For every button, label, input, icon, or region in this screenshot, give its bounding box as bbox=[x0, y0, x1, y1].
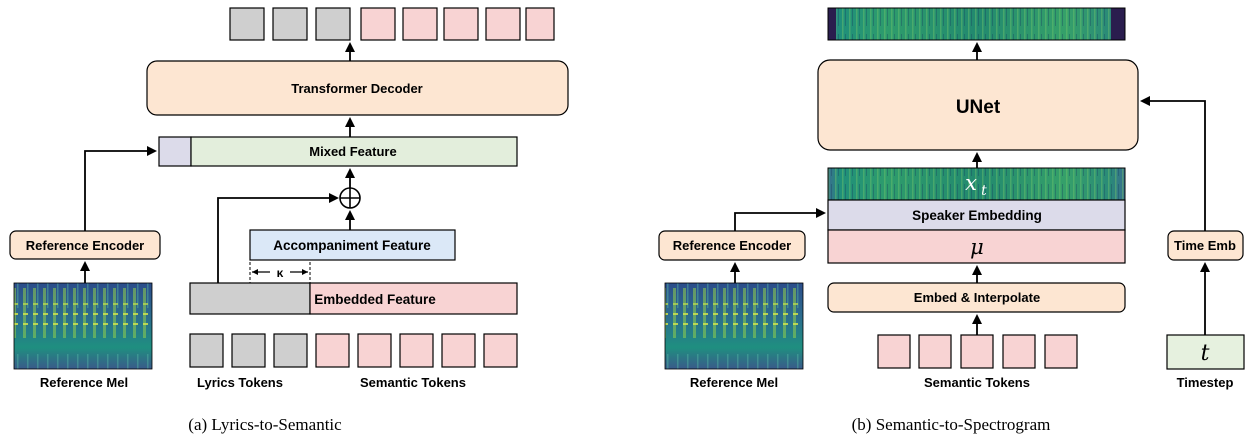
xt-subscript: t bbox=[981, 183, 987, 199]
mixed-feature-label: Mixed Feature bbox=[309, 144, 396, 159]
arrow-embedded-to-plus bbox=[217, 193, 339, 283]
lyrics-tokens-label: Lyrics Tokens bbox=[197, 375, 283, 390]
arrow-refenc-to-speaker bbox=[734, 208, 826, 231]
accompaniment-feature-box bbox=[249, 229, 456, 261]
output-token-gray bbox=[272, 7, 308, 41]
input-tokens-row bbox=[189, 333, 518, 368]
caption-b: (b) Semantic-to-Spectrogram bbox=[852, 415, 1051, 434]
transformer-decoder-box bbox=[146, 60, 569, 116]
caption-a: (a) Lyrics-to-Semantic bbox=[188, 415, 342, 434]
noisy-spectrogram-xt bbox=[827, 167, 1126, 201]
reference-mel-label-b: Reference Mel bbox=[690, 375, 778, 390]
output-token-pink bbox=[443, 7, 479, 41]
output-token-pink bbox=[402, 7, 438, 41]
timestep-label: Timestep bbox=[1177, 375, 1234, 390]
lyrics-token bbox=[231, 333, 266, 368]
semantic-token bbox=[918, 334, 952, 369]
transformer-decoder-label: Transformer Decoder bbox=[291, 81, 423, 96]
output-token-pink bbox=[525, 7, 555, 41]
semantic-token bbox=[1044, 334, 1078, 369]
embedded-feature-label: Embedded Feature bbox=[314, 292, 436, 307]
mu-label: μ bbox=[970, 235, 984, 259]
reference-encoder-box-b bbox=[658, 230, 806, 261]
xt-label: x bbox=[965, 171, 977, 195]
reference-encoder-label-a: Reference Encoder bbox=[26, 238, 145, 253]
reference-mel-image-b bbox=[664, 282, 804, 370]
panel-b: UNet x t Speaker Embedding μ Embed & Int… bbox=[658, 7, 1245, 434]
unet-box bbox=[817, 59, 1139, 151]
speaker-embedding-box bbox=[827, 199, 1126, 231]
output-token-pink bbox=[360, 7, 396, 41]
accompaniment-feature-label: Accompaniment Feature bbox=[273, 238, 431, 253]
semantic-token bbox=[441, 333, 476, 368]
arrow-timeemb-to-unet bbox=[1140, 96, 1206, 231]
mu-box bbox=[827, 229, 1126, 264]
semantic-token bbox=[399, 333, 434, 368]
output-spectrogram-image bbox=[827, 7, 1126, 41]
embedded-feature-box bbox=[309, 282, 518, 315]
semantic-token bbox=[960, 334, 994, 369]
arrow-refenc-to-mixed bbox=[84, 146, 157, 231]
time-emb-label: Time Emb bbox=[1174, 238, 1236, 253]
embedded-feature-gray-segment bbox=[189, 282, 311, 315]
panel-a: Transformer Decoder Mixed Feature Accomp… bbox=[9, 7, 569, 434]
reference-mel-label-a: Reference Mel bbox=[40, 375, 128, 390]
embed-interpolate-label: Embed & Interpolate bbox=[914, 290, 1040, 305]
semantic-token bbox=[877, 334, 911, 369]
semantic-token bbox=[315, 333, 350, 368]
semantic-token bbox=[357, 333, 392, 368]
semantic-token bbox=[1002, 334, 1036, 369]
semantic-tokens-row-b bbox=[877, 334, 1078, 369]
output-token-gray bbox=[229, 7, 265, 41]
lyrics-token bbox=[273, 333, 308, 368]
output-token-gray bbox=[315, 7, 351, 41]
semantic-tokens-label-a: Semantic Tokens bbox=[360, 375, 466, 390]
circle-plus-icon bbox=[339, 187, 361, 209]
lyrics-token bbox=[189, 333, 224, 368]
kappa-label: κ bbox=[277, 266, 284, 280]
timestep-box bbox=[1166, 334, 1245, 370]
reference-encoder-label-b: Reference Encoder bbox=[673, 238, 792, 253]
semantic-token bbox=[483, 333, 518, 368]
reference-mel-image-a bbox=[13, 282, 153, 370]
mixed-feature-ref-segment bbox=[158, 136, 192, 167]
speaker-embedding-label: Speaker Embedding bbox=[912, 208, 1042, 223]
semantic-tokens-label-b: Semantic Tokens bbox=[924, 375, 1030, 390]
unet-label: UNet bbox=[956, 97, 1001, 118]
output-tokens-row bbox=[229, 7, 555, 41]
mixed-feature-box bbox=[190, 136, 518, 167]
output-token-pink bbox=[485, 7, 521, 41]
timestep-t-label: t bbox=[1201, 341, 1210, 366]
